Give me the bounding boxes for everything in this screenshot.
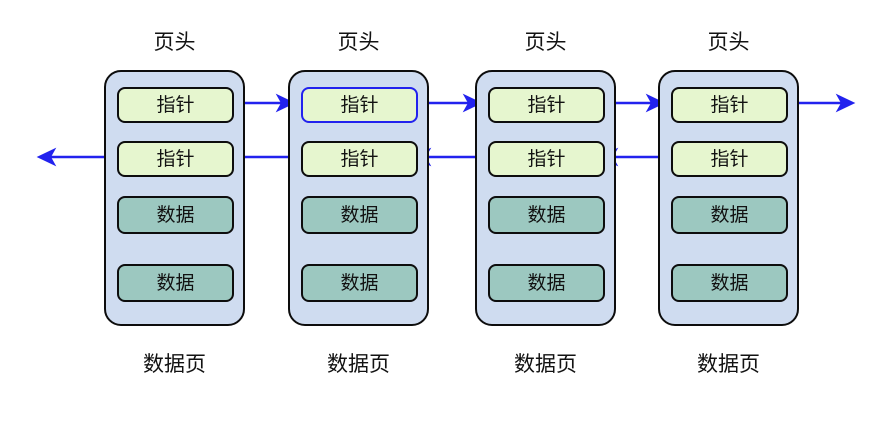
data-page-3: 页头 指针 指针 数据 数据 数据页 [475,0,616,431]
page-2-pointer-slot-1[interactable]: 指针 [301,87,418,123]
page-body-2: 指针 指针 数据 数据 [288,70,429,326]
data-page-2: 页头 指针 指针 数据 数据 数据页 [288,0,429,431]
page-1-pointer-slot-2[interactable]: 指针 [117,141,234,177]
page-footer-label-1: 数据页 [143,352,206,376]
data-page-4: 页头 指针 指针 数据 数据 数据页 [658,0,799,431]
page-header-label-4: 页头 [707,30,750,54]
page-4-pointer-slot-1[interactable]: 指针 [671,87,788,123]
page-body-3: 指针 指针 数据 数据 [475,70,616,326]
page-1-pointer-slot-1[interactable]: 指针 [117,87,234,123]
page-footer-label-4: 数据页 [697,352,760,376]
page-3-data-slot-2[interactable]: 数据 [488,264,605,302]
page-2-data-slot-1[interactable]: 数据 [301,196,418,234]
page-4-data-slot-2[interactable]: 数据 [671,264,788,302]
page-3-pointer-slot-1[interactable]: 指针 [488,87,605,123]
page-2-pointer-slot-2[interactable]: 指针 [301,141,418,177]
page-header-label-3: 页头 [524,30,567,54]
page-1-data-slot-1[interactable]: 数据 [117,196,234,234]
page-1-data-slot-2[interactable]: 数据 [117,264,234,302]
page-header-label-1: 页头 [153,30,196,54]
page-3-pointer-slot-2[interactable]: 指针 [488,141,605,177]
page-4-data-slot-1[interactable]: 数据 [671,196,788,234]
page-3-data-slot-1[interactable]: 数据 [488,196,605,234]
page-footer-label-3: 数据页 [514,352,577,376]
page-4-pointer-slot-2[interactable]: 指针 [671,141,788,177]
data-page-1: 页头 指针 指针 数据 数据 数据页 [104,0,245,431]
page-header-label-2: 页头 [337,30,380,54]
page-2-data-slot-2[interactable]: 数据 [301,264,418,302]
page-footer-label-2: 数据页 [327,352,390,376]
page-body-1: 指针 指针 数据 数据 [104,70,245,326]
page-body-4: 指针 指针 数据 数据 [658,70,799,326]
